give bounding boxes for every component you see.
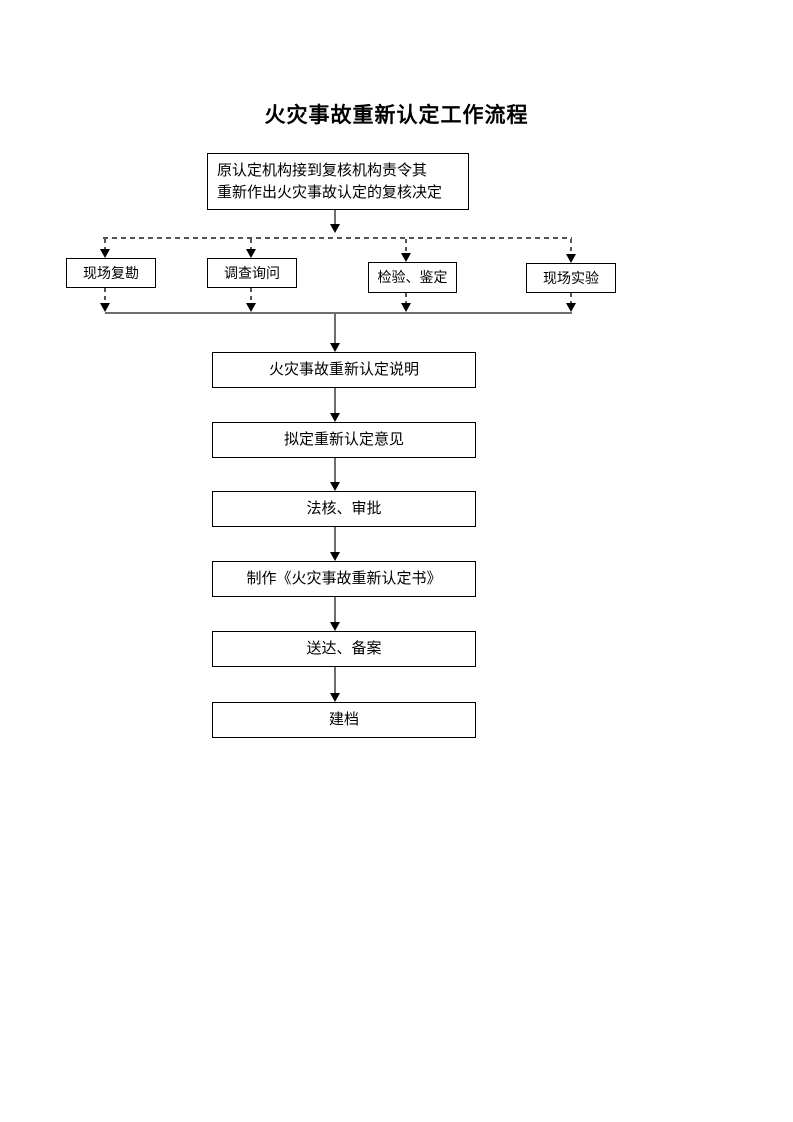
start-node-line-2: 重新作出火灾事故认定的复核决定 bbox=[217, 184, 443, 201]
seq-node-produce-document: 制作《火灾事故重新认定书》 bbox=[212, 561, 476, 597]
connector-start-down bbox=[334, 210, 336, 224]
arrowhead-branch-2-in bbox=[246, 249, 256, 258]
seq-node-label: 制作《火灾事故重新认定书》 bbox=[246, 570, 442, 587]
connector-branch-4-in bbox=[570, 239, 572, 255]
connector-seq-1-in bbox=[334, 314, 336, 343]
arrowhead-start-down bbox=[330, 224, 340, 233]
seq-node-legal-review-approval: 法核、审批 bbox=[212, 491, 476, 527]
branch-node-label: 调查询问 bbox=[224, 264, 280, 281]
connector-branch-2-in bbox=[250, 239, 252, 250]
arrowhead-seq-3-4 bbox=[330, 552, 340, 561]
connector-branch-1-in bbox=[104, 239, 106, 250]
branch-node-label: 现场实验 bbox=[543, 269, 599, 286]
seq-node-restatement: 火灾事故重新认定说明 bbox=[212, 352, 476, 388]
branch-node-label: 现场复勘 bbox=[83, 264, 139, 281]
connector-branch-collector bbox=[105, 312, 572, 314]
arrowhead-seq-1-in bbox=[330, 343, 340, 352]
connector-seq-4-5 bbox=[334, 597, 336, 622]
branch-node-scene-experiment: 现场实验 bbox=[526, 263, 616, 293]
seq-node-label: 法核、审批 bbox=[306, 500, 382, 517]
arrowhead-branch-4-out bbox=[566, 303, 576, 312]
arrowhead-branch-3-in bbox=[401, 253, 411, 262]
connector-branch-1-out bbox=[104, 288, 106, 304]
seq-node-label: 拟定重新认定意见 bbox=[283, 431, 404, 448]
seq-node-deliver-file: 送达、备案 bbox=[212, 631, 476, 667]
connector-branch-4-out bbox=[570, 293, 572, 304]
seq-node-label: 火灾事故重新认定说明 bbox=[268, 361, 419, 378]
arrowhead-branch-2-out bbox=[246, 303, 256, 312]
connector-branch-distributor bbox=[103, 237, 572, 239]
arrowhead-seq-1-2 bbox=[330, 413, 340, 422]
connector-branch-2-out bbox=[250, 288, 252, 304]
start-node-line-1: 原认定机构接到复核机构责令其 bbox=[217, 162, 428, 179]
branch-node-inspection-appraisal: 检验、鉴定 bbox=[368, 262, 457, 293]
arrowhead-seq-4-5 bbox=[330, 622, 340, 631]
arrowhead-branch-1-in bbox=[100, 249, 110, 258]
connector-seq-1-2 bbox=[334, 388, 336, 413]
connector-branch-3-out bbox=[405, 293, 407, 304]
seq-node-label: 建档 bbox=[328, 711, 359, 728]
seq-node-label: 送达、备案 bbox=[306, 640, 382, 657]
page-title: 火灾事故重新认定工作流程 bbox=[264, 103, 529, 127]
branch-node-scene-resurvey: 现场复勘 bbox=[66, 258, 156, 288]
connector-seq-3-4 bbox=[334, 527, 336, 552]
arrowhead-branch-1-out bbox=[100, 303, 110, 312]
arrowhead-branch-4-in bbox=[566, 254, 576, 263]
connector-seq-2-3 bbox=[334, 458, 336, 482]
arrowhead-seq-5-6 bbox=[330, 693, 340, 702]
seq-node-draft-opinion: 拟定重新认定意见 bbox=[212, 422, 476, 458]
arrowhead-branch-3-out bbox=[401, 303, 411, 312]
connector-seq-5-6 bbox=[334, 667, 336, 693]
arrowhead-seq-2-3 bbox=[330, 482, 340, 491]
seq-node-archive: 建档 bbox=[212, 702, 476, 738]
connector-branch-3-in bbox=[405, 239, 407, 254]
branch-node-label: 检验、鉴定 bbox=[377, 269, 448, 286]
branch-node-inquiry: 调查询问 bbox=[207, 258, 297, 288]
start-node: 原认定机构接到复核机构责令其 重新作出火灾事故认定的复核决定 bbox=[207, 153, 469, 210]
